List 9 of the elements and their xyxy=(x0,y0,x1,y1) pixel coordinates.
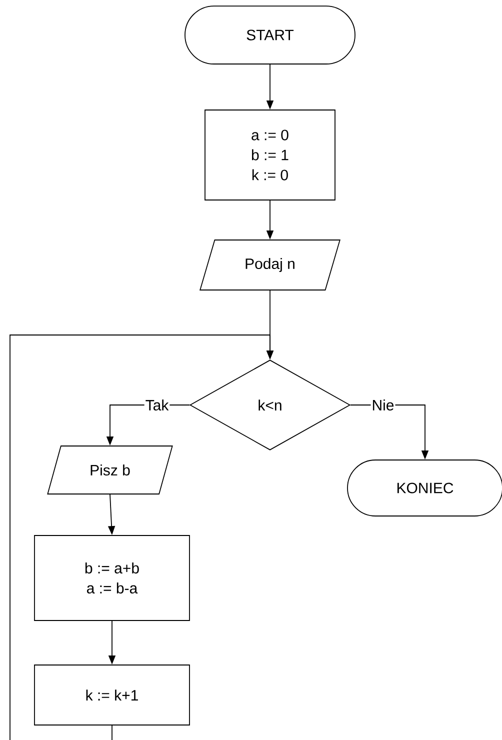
arrow xyxy=(10,334,274,740)
io-parallelogram: Pisz b xyxy=(47,446,173,494)
edge-label: Nie xyxy=(370,398,396,412)
terminal-box: START xyxy=(184,6,356,64)
process-box: k := k+1 xyxy=(34,664,190,726)
terminal-box: KONIEC xyxy=(347,460,502,516)
process-box: b := a+b a := b-a xyxy=(34,535,190,621)
edge-label: Tak xyxy=(144,398,170,412)
process-box: a := 0 b := 1 k := 0 xyxy=(204,110,336,200)
